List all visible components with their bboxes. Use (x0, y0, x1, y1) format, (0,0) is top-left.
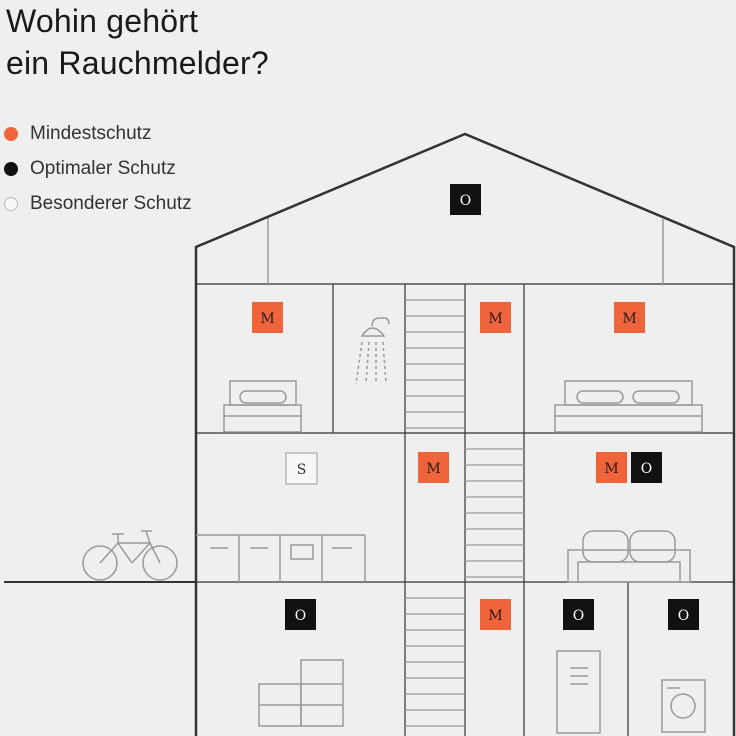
living-room-detector-2: O (631, 452, 662, 483)
double-bed-icon (554, 380, 703, 433)
detector-box (631, 452, 662, 483)
black-dot-icon (4, 161, 18, 176)
detector-label: O (460, 193, 471, 209)
legend: Mindestschutz Optimaler Schutz Besondere… (4, 116, 192, 221)
laundry-detector: O (668, 599, 699, 630)
attic-posts (267, 218, 664, 284)
hallway-bottom-detector: M (480, 599, 511, 630)
detector-box (285, 599, 316, 630)
house-outline (194, 132, 736, 736)
detector-label: O (678, 608, 689, 624)
basement-left-detector: O (285, 599, 316, 630)
detector-box (480, 599, 511, 630)
kitchen-detector: S (285, 452, 318, 485)
living-room-detector-1: M (596, 452, 627, 483)
detector-box (285, 452, 318, 485)
basement-storage-detector: O (563, 599, 594, 630)
detector-box (563, 599, 594, 630)
hallway-top-detector: M (480, 302, 511, 333)
detector-box (450, 184, 481, 215)
sofa-icon (567, 530, 691, 583)
detector-box (614, 302, 645, 333)
detector-label: M (260, 311, 274, 327)
legend-item-mindestschutz: Mindestschutz (4, 116, 192, 151)
detector-box (252, 302, 283, 333)
bed-icon (223, 380, 302, 433)
bicycle-icon (82, 530, 178, 581)
legend-label: Besonderer Schutz (30, 192, 192, 214)
white-dot-icon (4, 196, 18, 211)
walls-ground-floor (404, 433, 525, 582)
bedroom-right-detector: M (614, 302, 645, 333)
legend-item-optimaler-schutz: Optimaler Schutz (4, 151, 192, 186)
detector-label: M (622, 311, 636, 327)
detector-box (418, 452, 449, 483)
bedroom-left-detector: M (252, 302, 283, 333)
legend-label: Optimaler Schutz (30, 157, 176, 179)
stairs (405, 299, 524, 727)
detector-label: M (604, 461, 618, 477)
detector-label: M (488, 311, 502, 327)
detector-label: M (488, 608, 502, 624)
walls-upper-floor (332, 284, 525, 433)
detector-label: O (641, 461, 652, 477)
detector-box (596, 452, 627, 483)
orange-dot-icon (4, 126, 18, 141)
legend-item-besonderer-schutz: Besonderer Schutz (4, 186, 192, 221)
shelf-icon (556, 650, 601, 734)
attic-detector: O (450, 184, 481, 215)
kitchen-icon (196, 534, 366, 582)
detector-label: O (295, 608, 306, 624)
boxes-icon (258, 659, 344, 727)
legend-label: Mindestschutz (30, 122, 152, 144)
title-line-2: ein Rauchmelder? (6, 45, 269, 81)
hallway-middle-detector: M (418, 452, 449, 483)
walls-basement (404, 582, 629, 736)
detector-box (668, 599, 699, 630)
shower-icon (355, 317, 390, 385)
washing-machine-icon (661, 679, 706, 733)
detector-label: M (426, 461, 440, 477)
detector-label: S (297, 462, 307, 478)
page-title: Wohin gehört ein Rauchmelder? (6, 0, 269, 84)
detector-label: O (573, 608, 584, 624)
detector-box (480, 302, 511, 333)
title-line-1: Wohin gehört (6, 3, 199, 39)
